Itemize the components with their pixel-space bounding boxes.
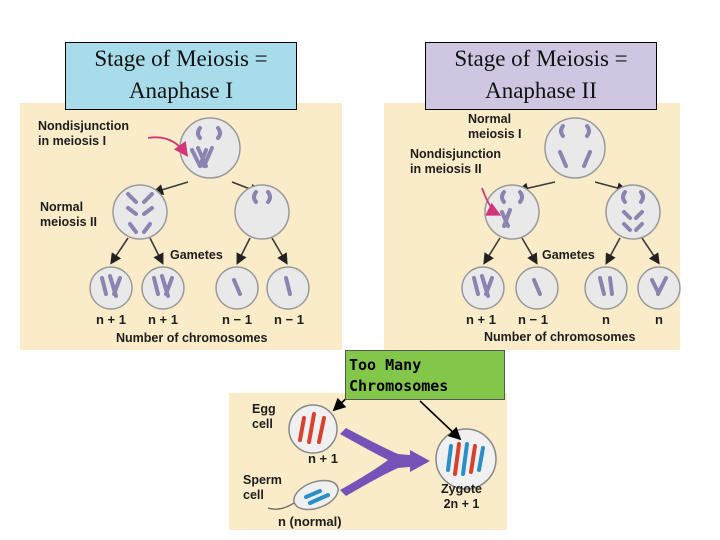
stage-label-line1: Stage of Meiosis = [454,46,628,71]
left-gametes [89,266,310,310]
zygote [435,428,497,490]
right-count-2: n − 1 [518,312,548,327]
stage-label-line2: Anaphase II [485,78,597,103]
left-axis-label: Number of chromosomes [116,331,268,345]
right-gametes [461,266,681,310]
egg-cell [288,404,338,454]
fertilization-arrowhead [410,450,430,472]
left-count-3: n − 1 [222,312,252,327]
right-gametes-label: Gametes [542,248,595,262]
left-nondisjunction-arrow [147,136,189,157]
left-parent-cell [179,117,241,179]
right-axis-label: Number of chromosomes [484,330,636,344]
right-count-3: n [602,312,610,327]
stage-label-line2: Anaphase I [128,78,234,103]
right-nondisjunction-arrow [481,187,502,216]
callout-arrow-zygote [419,400,462,441]
stage-label-anaphase-1: Stage of Meiosis = Anaphase I [65,42,297,110]
too-many-chromosomes-callout: Too Many Chromosomes [345,350,505,400]
stage-label-line1: Stage of Meiosis = [94,46,268,71]
fertilization-arrow [340,428,420,496]
callout-line2: Chromosomes [349,377,449,395]
right-daughter-cell-a [484,184,540,240]
left-count-1: n + 1 [96,312,126,327]
sperm-count-label: n (normal) [278,514,342,529]
right-daughter-cell-b [605,184,661,240]
right-parent-cell [544,117,606,179]
egg-count-label: n + 1 [308,451,338,466]
right-count-4: n [655,312,663,327]
left-count-4: n − 1 [274,312,304,327]
right-count-1: n + 1 [466,312,496,327]
left-gametes-label: Gametes [170,248,223,262]
callout-line1: Too Many [349,356,422,374]
left-daughter-cell-a [112,184,168,240]
sperm-cell [267,479,339,511]
left-daughter-cell-b [234,184,290,240]
right-branch-lines [483,181,660,265]
left-branch-lines [110,181,288,265]
left-count-2: n + 1 [148,312,178,327]
stage-label-anaphase-2: Stage of Meiosis = Anaphase II [425,42,657,110]
